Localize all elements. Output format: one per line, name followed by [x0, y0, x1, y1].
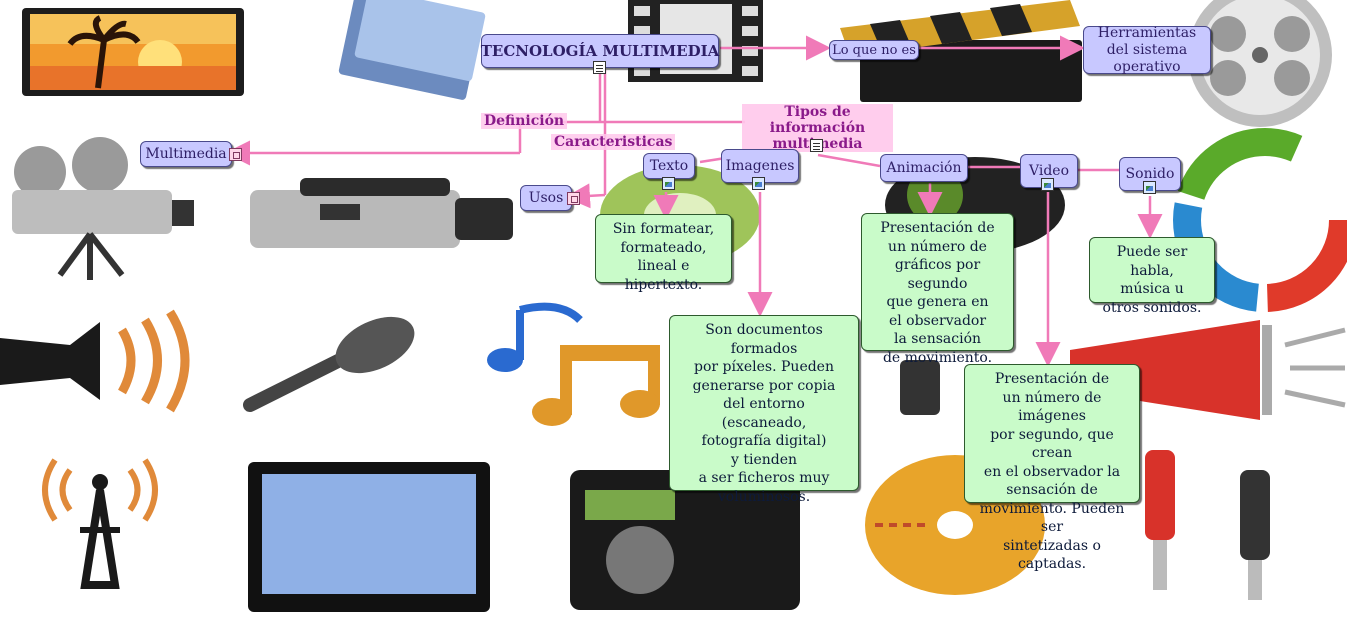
- concept-imagenes-label: Imagenes: [726, 158, 795, 175]
- concept-animacion-label: Animación: [887, 160, 962, 177]
- note-animacion[interactable]: Presentación de un número de gráficos po…: [861, 213, 1014, 351]
- note-video[interactable]: Presentación de un número de imágenes po…: [964, 364, 1140, 503]
- note-texto[interactable]: Sin formatear, formateado, lineal e hipe…: [595, 214, 732, 283]
- concept-animacion[interactable]: Animación: [880, 154, 968, 182]
- image-icon[interactable]: [752, 177, 765, 190]
- concept-multimedia[interactable]: Multimedia: [140, 141, 232, 167]
- concept-multimedia-label: Multimedia: [145, 146, 226, 163]
- link-label-definicion: Definición: [481, 113, 567, 129]
- link-tipos-animacion: [818, 155, 880, 166]
- note-icon[interactable]: [229, 148, 242, 161]
- image-icon[interactable]: [1143, 181, 1156, 194]
- concept-sonido-label: Sonido: [1126, 166, 1175, 183]
- note-imagenes[interactable]: Son documentos formados por píxeles. Pue…: [669, 315, 859, 491]
- image-icon[interactable]: [662, 177, 675, 190]
- document-icon[interactable]: [593, 61, 606, 74]
- concept-usos[interactable]: Usos: [520, 185, 572, 211]
- link-label-caracteristicas: Caracteristicas: [551, 134, 675, 150]
- concept-lo-que-no-es-label: Lo que no es: [832, 42, 916, 59]
- concept-usos-label: Usos: [529, 190, 564, 207]
- note-icon[interactable]: [567, 192, 580, 205]
- concept-herramientas[interactable]: Herramientas del sistema operativo: [1083, 26, 1211, 74]
- document-icon[interactable]: [810, 139, 823, 152]
- concept-video-label: Video: [1029, 163, 1069, 180]
- image-icon[interactable]: [1041, 178, 1054, 191]
- concept-root-label: TECNOLOGÍA MULTIMEDIA: [481, 43, 720, 60]
- concept-texto-label: Texto: [650, 158, 689, 175]
- concept-texto[interactable]: Texto: [643, 153, 695, 179]
- note-sonido[interactable]: Puede ser habla, música u otros sonidos.: [1089, 237, 1215, 303]
- concept-lo-que-no-es[interactable]: Lo que no es: [829, 40, 919, 60]
- concept-herramientas-label: Herramientas del sistema operativo: [1090, 25, 1204, 76]
